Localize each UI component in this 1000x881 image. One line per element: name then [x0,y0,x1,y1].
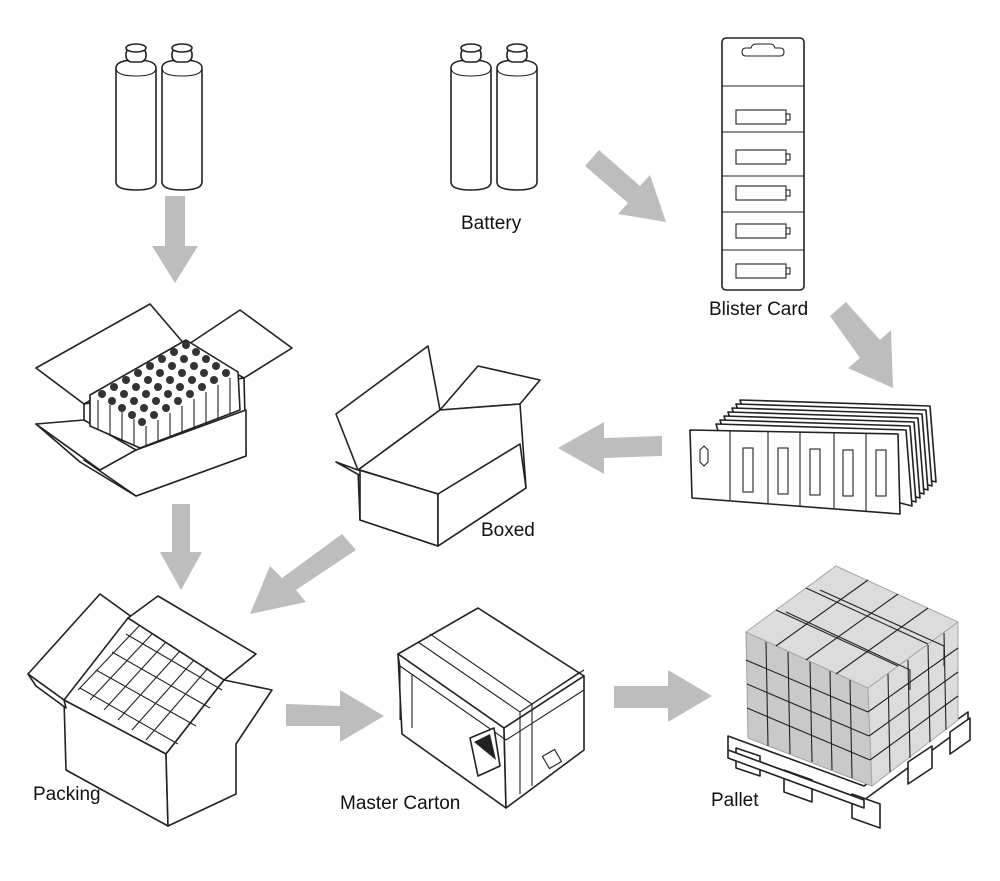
open-box-with-batteries-icon [35,303,293,497]
master-carton-label: Master Carton [340,793,461,814]
arrow-stack-to-boxed [558,422,662,474]
master-carton-icon [397,607,585,809]
arrow-packing-to-master [286,690,384,742]
battery-array [89,339,241,449]
boxed-open-box-icon [335,345,541,547]
fragile-label-icon [469,727,501,777]
packing-label: Packing [33,784,101,805]
arrow-boxed-to-packing [250,534,356,614]
boxed-label: Boxed [481,520,535,541]
pallet-with-cartons-icon [727,565,971,829]
battery-pair-left [115,43,203,191]
pallet-label: Pallet [711,790,759,811]
blister-card-stack-icon [689,399,937,515]
packing-box-with-dividers-icon [27,593,273,827]
arrow-blister-to-stack [830,302,893,388]
arrow-master-to-pallet [614,670,712,722]
arrow-down-batteries-to-box [152,196,198,283]
arrow-down-box-to-packing [160,504,202,590]
flow-arrows [152,150,893,742]
blister-card-label: Blister Card [709,299,809,320]
divider-grid [77,624,223,745]
battery-pair-icon [450,43,538,191]
blister-card-icon [721,37,805,291]
battery-label: Battery [461,213,522,234]
arrow-battery-to-blister [585,150,666,222]
